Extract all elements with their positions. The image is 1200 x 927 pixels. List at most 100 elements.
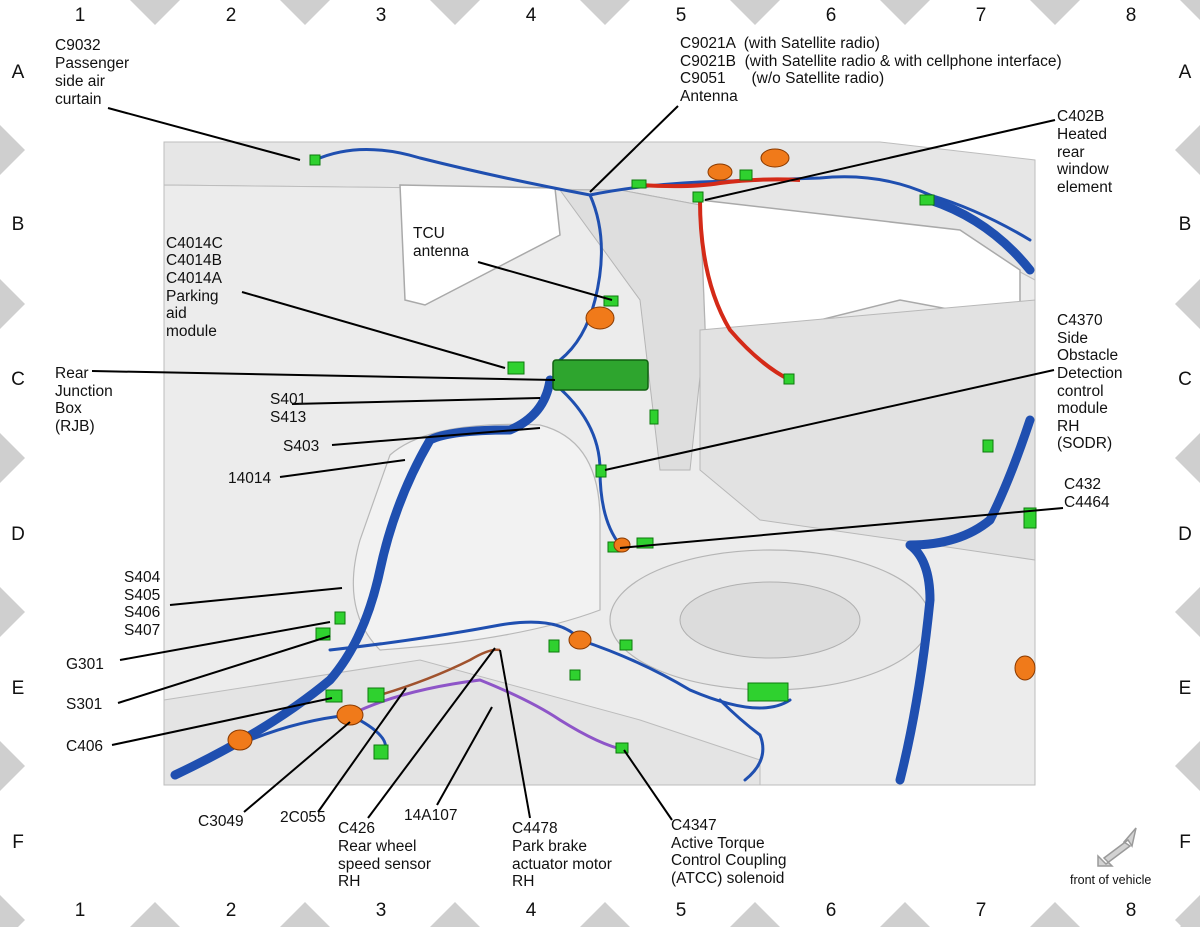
label-c4014-line3: C4014A <box>166 270 223 287</box>
border-triangle <box>580 902 630 927</box>
label-c402b-line3: rear <box>1057 144 1085 161</box>
label-c4478-line3: actuator motor <box>512 856 612 873</box>
border-triangle <box>1175 741 1200 791</box>
label-s401-line2: S413 <box>270 409 306 426</box>
border-triangle <box>880 902 930 927</box>
label-s404-line1: S404 <box>124 569 161 586</box>
grid-col-2: 2 <box>226 5 237 26</box>
label-antenna-line3: C9051 (w/o Satellite radio) <box>680 70 884 87</box>
label-c426-line1: C426 <box>338 820 375 837</box>
label-c4014-line2: C4014B <box>166 252 222 269</box>
label-c4014-line5: aid <box>166 305 187 322</box>
label-s301: S301 <box>66 696 102 713</box>
grid-col-3: 3 <box>376 5 387 26</box>
callout-s404: S404 S405 S406 S407 <box>124 569 161 639</box>
label-c4347-line4: (ATCC) solenoid <box>671 870 784 887</box>
label-c402b-line5: element <box>1057 179 1113 196</box>
grid-col-8-bottom: 8 <box>1126 900 1137 921</box>
border-triangle <box>1175 587 1200 637</box>
label-tcu-line2: antenna <box>413 243 469 260</box>
callout-c4370: C4370 Side Obstacle Detection control mo… <box>1057 312 1122 452</box>
label-c4347-line3: Control Coupling <box>671 852 786 869</box>
grid-row-a-right: A <box>1179 62 1192 83</box>
label-c426-line2: Rear wheel <box>338 838 416 855</box>
label-c4014-line6: module <box>166 323 217 340</box>
callout-c402b: C402B Heated rear window element <box>1056 108 1113 196</box>
label-rjb-line1: Rear <box>55 365 89 382</box>
grid-col-7: 7 <box>976 5 987 26</box>
label-c4370-line5: control <box>1057 383 1104 400</box>
quarter-window-opening <box>399 184 561 306</box>
border-triangle <box>1175 279 1200 329</box>
grid-col-2-bottom: 2 <box>226 900 237 921</box>
border-triangle <box>0 433 25 483</box>
border-triangle <box>0 895 25 927</box>
grid-col-8: 8 <box>1126 5 1137 26</box>
border-triangle <box>0 125 25 175</box>
grid-col-4: 4 <box>526 5 537 26</box>
label-c426-line4: RH <box>338 873 360 890</box>
callout-c4478: C4478 Park brake actuator motor RH <box>512 820 612 890</box>
label-c4370-line6: module <box>1057 400 1108 417</box>
park-brake-cable <box>349 678 626 752</box>
grid-col-1: 1 <box>75 5 86 26</box>
grommets <box>227 148 1036 751</box>
label-rjb-line3: Box <box>55 400 82 417</box>
border-triangle <box>0 279 25 329</box>
label-tcu-line1: TCU <box>413 225 445 242</box>
label-c426-line3: speed sensor <box>338 856 431 873</box>
callout-c4014: C4014C C4014B C4014A Parking aid module <box>166 235 223 340</box>
callout-c432: C432 C4464 <box>1064 476 1110 511</box>
grid-row-f-right: F <box>1179 832 1191 853</box>
label-s403: S403 <box>283 438 319 455</box>
border-triangle <box>280 902 330 927</box>
label-c402b-line1: C402B <box>1057 108 1104 125</box>
grid-row-c-right: C <box>1178 369 1192 390</box>
label-c4370-line4: Detection <box>1057 365 1122 382</box>
grid-row-e-right: E <box>1179 678 1192 699</box>
border-triangle <box>280 0 330 25</box>
grid-col-4-bottom: 4 <box>526 900 537 921</box>
label-front-of-vehicle: front of vehicle <box>1070 873 1151 887</box>
grid-row-a: A <box>12 62 25 83</box>
label-rjb-line4: (RJB) <box>55 418 95 435</box>
label-c9032-line1: C9032 <box>55 37 101 54</box>
callout-c426: C426 Rear wheel speed sensor RH <box>338 820 431 890</box>
border-triangle <box>580 0 630 25</box>
border-triangle <box>1030 902 1080 927</box>
grid-rows-right: A B C D E F <box>1178 62 1192 853</box>
border-triangle <box>130 902 180 927</box>
border-triangle <box>430 0 480 25</box>
grid-row-d: D <box>11 524 25 545</box>
grid-rows-left: A B C D E F <box>11 62 25 853</box>
grid-col-6-bottom: 6 <box>826 900 837 921</box>
border-triangle <box>430 902 480 927</box>
label-c4347-line1: C4347 <box>671 817 717 834</box>
border-triangle <box>130 0 180 25</box>
connectors <box>309 154 1037 760</box>
border-triangle <box>1175 433 1200 483</box>
callout-tcu: TCU antenna <box>413 225 469 260</box>
label-c9032-line4: curtain <box>55 91 102 108</box>
grid-col-5: 5 <box>676 5 687 26</box>
grid-row-f: F <box>12 832 24 853</box>
border-triangle <box>0 741 25 791</box>
border-triangle <box>1180 0 1200 20</box>
border-triangle <box>730 0 780 25</box>
label-c402b-line4: window <box>1056 161 1109 178</box>
label-s404-line2: S405 <box>124 587 160 604</box>
grid-columns-top: 1 2 3 4 5 6 7 8 <box>75 5 1137 26</box>
label-c402b-line2: Heated <box>1057 126 1107 143</box>
border-triangle <box>1175 895 1200 927</box>
front-of-vehicle-indicator: front of vehicle <box>1070 827 1151 887</box>
grid-col-1-bottom: 1 <box>75 900 86 921</box>
border-triangle <box>880 0 930 25</box>
label-c4370-line3: Obstacle <box>1057 347 1118 364</box>
label-c9032-line3: side air <box>55 73 105 90</box>
label-c406: C406 <box>66 738 103 755</box>
callout-antenna: C9021A (with Satellite radio) C9021B (wi… <box>680 35 1062 105</box>
heated-window-wire <box>639 177 801 382</box>
label-c4478-line2: Park brake <box>512 838 587 855</box>
